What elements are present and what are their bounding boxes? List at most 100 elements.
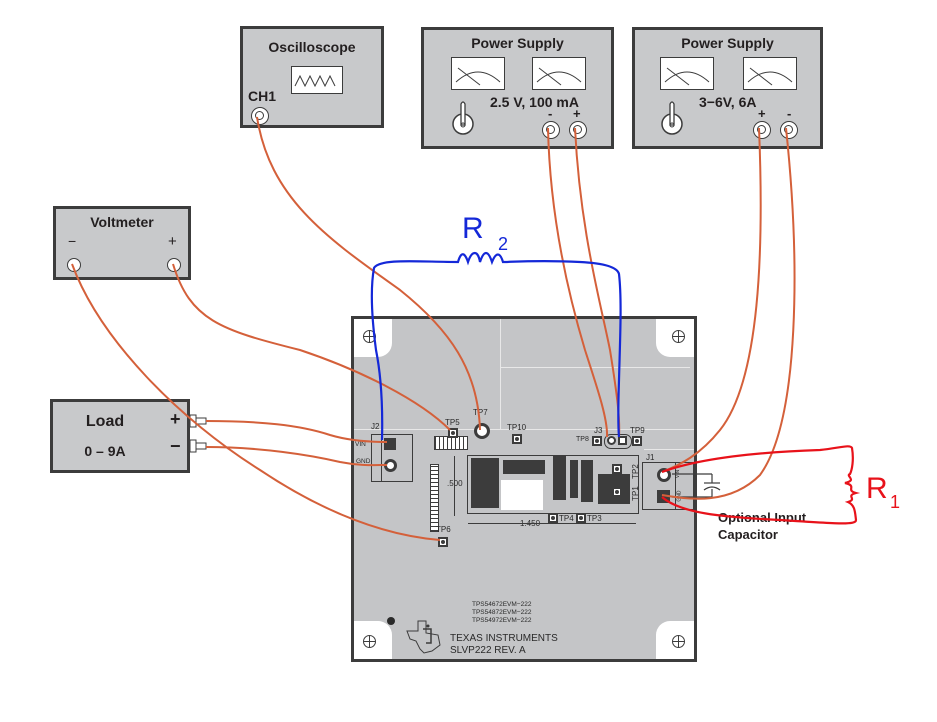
plane-divider xyxy=(500,367,690,368)
power-supply-2-plus-label: + xyxy=(758,106,766,121)
power-supply-1-title: Power Supply xyxy=(471,35,564,51)
voltmeter: Voltmeter − + xyxy=(53,206,191,280)
ch1-jack[interactable] xyxy=(251,107,269,125)
tp10-label: TP10 xyxy=(507,423,527,432)
power-switch-icon[interactable] xyxy=(451,100,475,136)
meter-needle-icon xyxy=(536,67,582,86)
j1-gnd-label: GND xyxy=(676,490,683,502)
mounting-hole-icon xyxy=(363,330,376,343)
r2-subscript: 2 xyxy=(498,234,508,254)
power-supply-2-minus-label: - xyxy=(787,106,792,121)
tp8-label: TP8 xyxy=(576,436,589,443)
tp2-label: TP2 xyxy=(630,464,640,479)
power-supply-2-plus-jack[interactable] xyxy=(753,121,771,139)
load-terminals[interactable] xyxy=(188,410,218,470)
oscilloscope-title: Oscilloscope xyxy=(268,39,356,55)
tp4-label: TP4 xyxy=(559,514,574,523)
mounting-hole-icon xyxy=(363,635,376,648)
tp5-label: TP5 xyxy=(445,418,460,427)
tp3-label: TP3 xyxy=(587,514,602,523)
electronic-load: Load 0 – 9A + − xyxy=(50,399,190,473)
voltmeter-title: Voltmeter xyxy=(90,214,154,230)
voltmeter-minus-jack[interactable] xyxy=(67,258,81,272)
power-supply-1-voltage-meter xyxy=(451,57,505,90)
load-rating: 0 – 9A xyxy=(84,443,126,459)
load-minus-label: − xyxy=(170,436,181,456)
tp4-test-point[interactable] xyxy=(548,513,558,523)
tp2-test-point[interactable] xyxy=(612,464,622,474)
load-plus-label: + xyxy=(170,409,181,429)
ch1-label: CH1 xyxy=(248,88,277,104)
power-supply-2-minus-jack[interactable] xyxy=(780,121,798,139)
j1-label: J1 xyxy=(646,453,655,462)
j2-label: J2 xyxy=(371,422,380,431)
optional-capacitor-line2: Capacitor xyxy=(718,527,778,542)
part-number-2: TPS54872EVM−222 xyxy=(472,609,532,616)
j3-pin-1[interactable] xyxy=(607,436,616,445)
tp8-test-point[interactable] xyxy=(592,436,602,446)
dimension-line-horizontal xyxy=(468,523,636,524)
meter-needle-icon xyxy=(747,67,793,86)
dimension-line-vertical xyxy=(454,456,455,516)
meter-needle-icon xyxy=(664,67,710,86)
tp1-label: TP1 xyxy=(630,486,640,501)
power-stage-block xyxy=(467,455,639,514)
r1-label: R xyxy=(866,472,888,505)
power-supply-1-plus-jack[interactable] xyxy=(569,121,587,139)
load-title: Load xyxy=(85,413,125,430)
j1-vin-label: VIN xyxy=(675,469,682,479)
power-supply-1-minus-label: - xyxy=(548,106,553,121)
j2-divider xyxy=(381,434,382,481)
voltmeter-plus-label: + xyxy=(168,233,177,250)
power-supply-2-title: Power Supply xyxy=(681,35,774,51)
power-supply-2: Power Supply 3−6V, 6A + - xyxy=(632,27,823,149)
meter-needle-icon xyxy=(455,67,501,86)
voltmeter-minus-label: − xyxy=(68,233,77,249)
tp1-test-point[interactable] xyxy=(612,487,622,497)
power-supply-1-current-meter xyxy=(532,57,586,90)
j2-vin-pad[interactable] xyxy=(384,438,396,450)
voltmeter-plus-jack[interactable] xyxy=(167,258,181,272)
tp7-test-point[interactable] xyxy=(474,423,490,439)
j2-gnd-pad[interactable] xyxy=(384,459,397,472)
optional-capacitor-note: Optional Input Capacitor xyxy=(718,509,806,543)
j3-label: J3 xyxy=(594,426,603,435)
mounting-hole-icon xyxy=(672,635,685,648)
plane-divider xyxy=(644,449,694,450)
part-number-1: TPS54672EVM−222 xyxy=(472,601,532,608)
tp9-label: TP9 xyxy=(630,426,645,435)
power-supply-1-minus-jack[interactable] xyxy=(542,121,560,139)
tp9-test-point[interactable] xyxy=(632,436,642,446)
plane-divider xyxy=(500,319,501,429)
manufacturer-label: TEXAS INSTRUMENTS xyxy=(450,633,558,644)
mounting-hole-icon xyxy=(672,330,685,343)
j2-vin-label: VIN xyxy=(355,441,366,448)
j2-gnd-label: GND xyxy=(356,458,371,465)
tp6-label: TP6 xyxy=(436,525,451,534)
power-supply-2-current-meter xyxy=(743,57,797,90)
tp5-test-point[interactable] xyxy=(448,428,458,438)
ti-logo-icon xyxy=(406,620,441,654)
tp3-test-point[interactable] xyxy=(576,513,586,523)
power-supply-2-voltage-meter xyxy=(660,57,714,90)
power-supply-2-rating: 3−6V, 6A xyxy=(699,94,757,110)
j3-pin-2[interactable] xyxy=(618,436,627,445)
tp6-test-point[interactable] xyxy=(438,537,448,547)
j1-vin-pad[interactable] xyxy=(657,468,671,482)
part-number-3: TPS54972EVM−222 xyxy=(472,617,532,624)
j1-gnd-pad[interactable] xyxy=(657,490,670,503)
tp10-test-point[interactable] xyxy=(512,434,522,444)
tp7-label: TP7 xyxy=(473,408,488,417)
header-block xyxy=(434,436,468,450)
evm-board: J2 VIN GND TP5 TP6 TP7 TP10 .500 1.450 T… xyxy=(351,316,697,662)
r1-subscript: 1 xyxy=(890,492,900,512)
triangle-wave-icon xyxy=(294,74,336,88)
oscilloscope: Oscilloscope CH1 xyxy=(240,26,384,128)
revision-label: SLVP222 REV. A xyxy=(450,645,526,656)
optional-capacitor-line1: Optional Input xyxy=(718,510,807,525)
r2-label: R xyxy=(462,212,484,245)
fiducial-dot xyxy=(387,617,395,625)
oscilloscope-screen xyxy=(291,66,343,94)
power-supply-1: Power Supply 2.5 V, 100 mA - + xyxy=(421,27,614,149)
power-switch-icon[interactable] xyxy=(660,100,684,136)
